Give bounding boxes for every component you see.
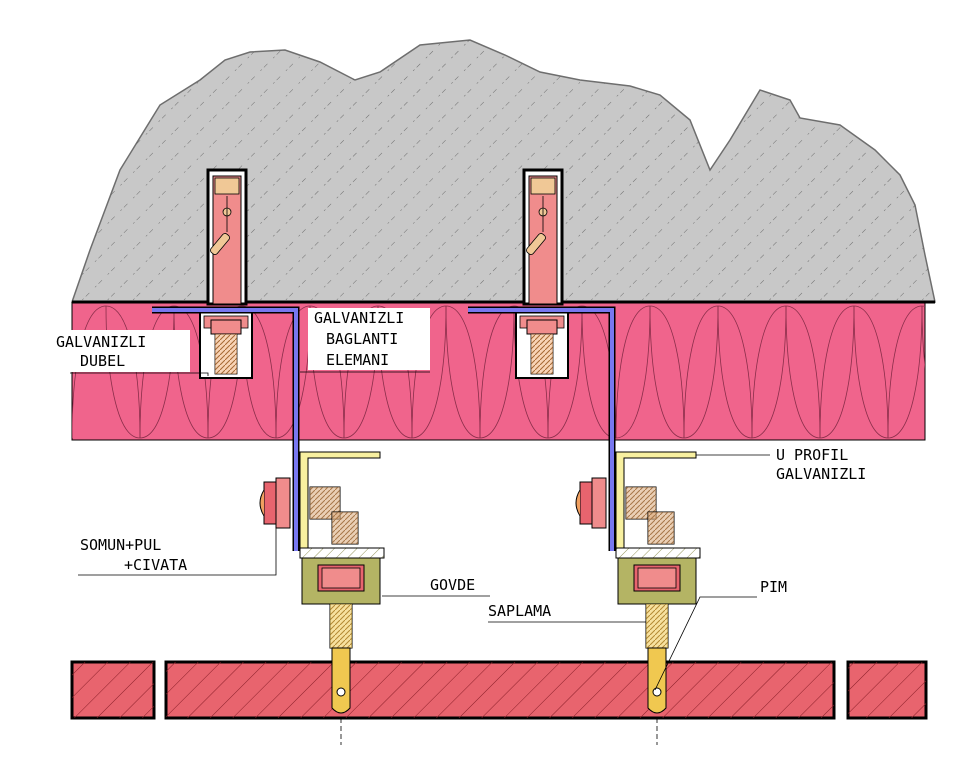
left-anchor-group <box>152 168 300 551</box>
right-dowel-thread <box>530 333 554 375</box>
label-saplama: SAPLAMA <box>488 602 551 620</box>
left-plate <box>299 547 385 559</box>
label-baglanti-line3: ELEMANI <box>326 351 389 369</box>
right-plate <box>615 547 701 559</box>
label-uprofil-line1: U PROFIL <box>776 446 848 464</box>
insulation-loops <box>72 305 925 439</box>
left-dowel-thread <box>214 333 238 375</box>
left-dowel-tip <box>214 177 240 195</box>
left-connection-assembly <box>259 451 385 714</box>
label-somun-line1: SOMUN+PUL <box>80 536 161 554</box>
label-somun-line2: +CIVATA <box>124 556 187 574</box>
label-baglanti-line1: GALVANIZLI <box>314 309 404 327</box>
label-dubel-line2: DUBEL <box>80 352 125 370</box>
right-anchor-group <box>468 168 616 551</box>
leader-lines <box>70 371 770 691</box>
cladding-panels <box>70 660 928 720</box>
label-pim: PIM <box>760 578 787 596</box>
label-baglanti-line2: BAGLANTI <box>326 330 398 348</box>
label-dubel-line1: GALVANIZLI <box>56 333 146 351</box>
label-uprofil-line2: GALVANIZLI <box>776 465 866 483</box>
label-govde: GOVDE <box>430 576 475 594</box>
